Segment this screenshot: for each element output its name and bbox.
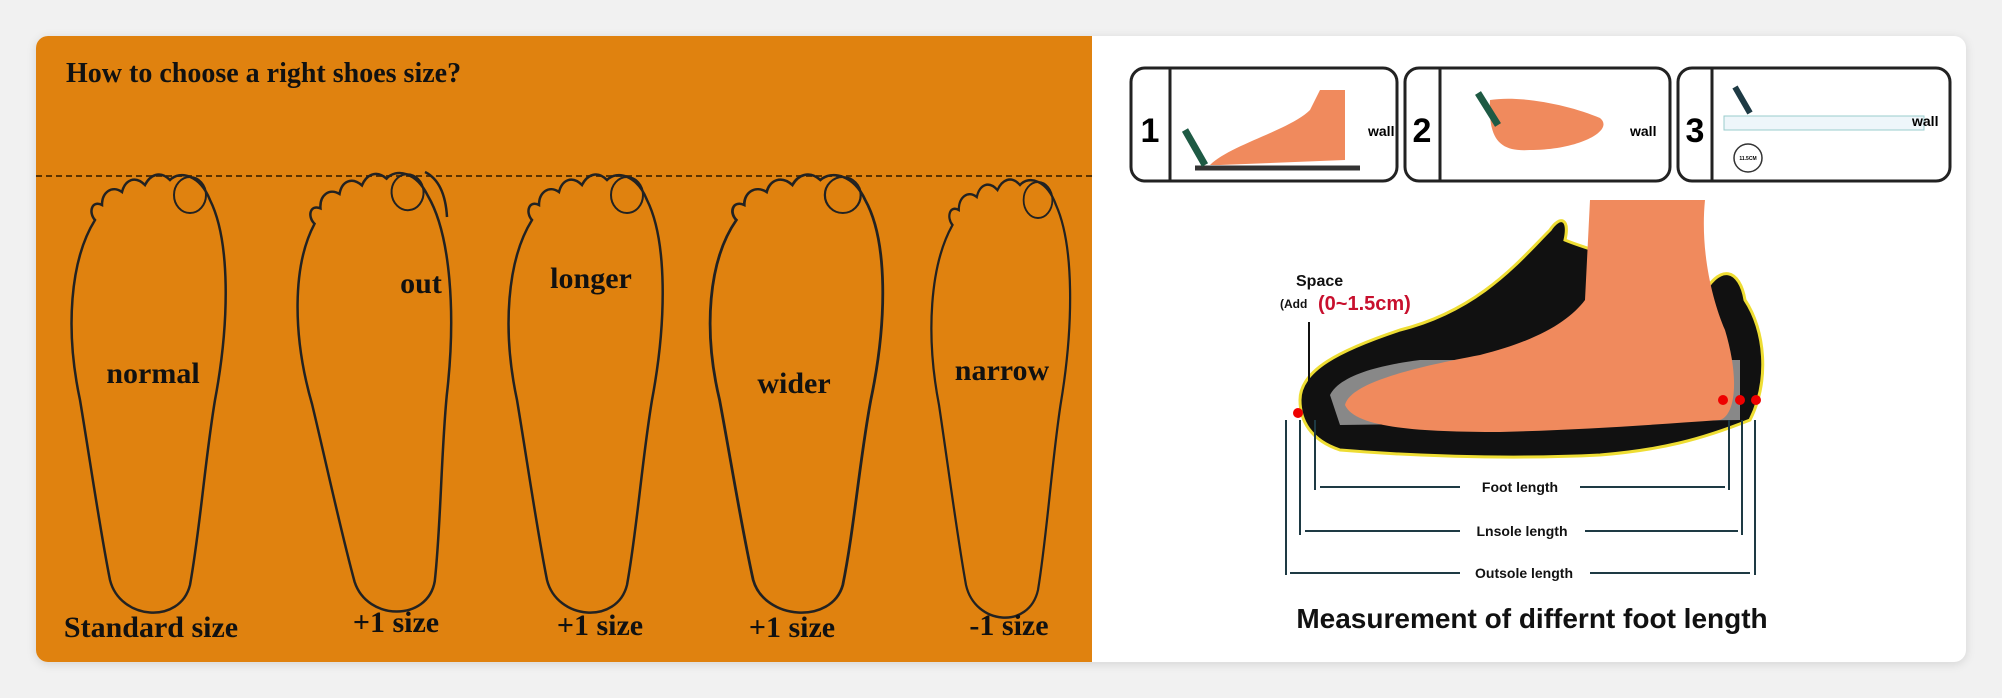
shoe-diagram — [1298, 200, 1765, 459]
shoe-size-guide-panel — [36, 36, 1092, 662]
size-out: +1 size — [353, 606, 439, 639]
outsole-length-label: Outsole length — [1475, 565, 1573, 581]
size-normal: Standard size — [64, 611, 238, 644]
label-narrow: narrow — [955, 354, 1050, 387]
marker-dot — [1751, 395, 1761, 405]
marker-dot — [1718, 395, 1728, 405]
marker-dot — [1735, 395, 1745, 405]
label-wider: wider — [757, 367, 830, 400]
illustration: How to choose a right shoes size? normal… — [36, 58, 1952, 644]
step-3: 3 11.5CM wall — [1676, 66, 1952, 183]
space-add-label: (Add — [1280, 297, 1307, 311]
wall-label: wall — [1629, 123, 1656, 139]
image-card: How to choose a right shoes size? normal… — [36, 36, 1966, 662]
step-number: 3 — [1686, 112, 1705, 150]
guide-title: How to choose a right shoes size? — [66, 58, 461, 89]
space-value: (0~1.5cm) — [1318, 293, 1411, 315]
marker-dot — [1293, 408, 1303, 418]
arrow-icon — [424, 170, 449, 218]
insole-length-label: Lnsole length — [1477, 523, 1568, 539]
foot-out — [286, 168, 474, 619]
ruler-label: 11.5CM — [1739, 156, 1756, 162]
foot-normal — [70, 173, 227, 614]
label-longer: longer — [550, 262, 632, 295]
ruler — [1723, 115, 1925, 131]
step-1: 1 wall — [1129, 66, 1399, 183]
step-number: 1 — [1141, 112, 1160, 150]
diagram-caption: Measurement of differnt foot length — [1296, 603, 1767, 634]
foot-length-label: Foot length — [1482, 479, 1558, 495]
wall-label: wall — [1911, 113, 1938, 129]
size-narrow: -1 size — [969, 609, 1048, 642]
space-label: Space — [1296, 273, 1343, 290]
label-normal: normal — [106, 357, 199, 390]
foot-illustration — [1345, 200, 1735, 432]
wall-label: wall — [1367, 123, 1394, 139]
step-2: 2 wall — [1403, 66, 1672, 183]
step-number: 2 — [1413, 112, 1432, 150]
foot-narrow — [930, 178, 1072, 619]
foot-longer — [507, 173, 664, 614]
label-out: out — [400, 267, 442, 300]
size-longer: +1 size — [557, 609, 643, 642]
size-wider: +1 size — [749, 611, 835, 644]
